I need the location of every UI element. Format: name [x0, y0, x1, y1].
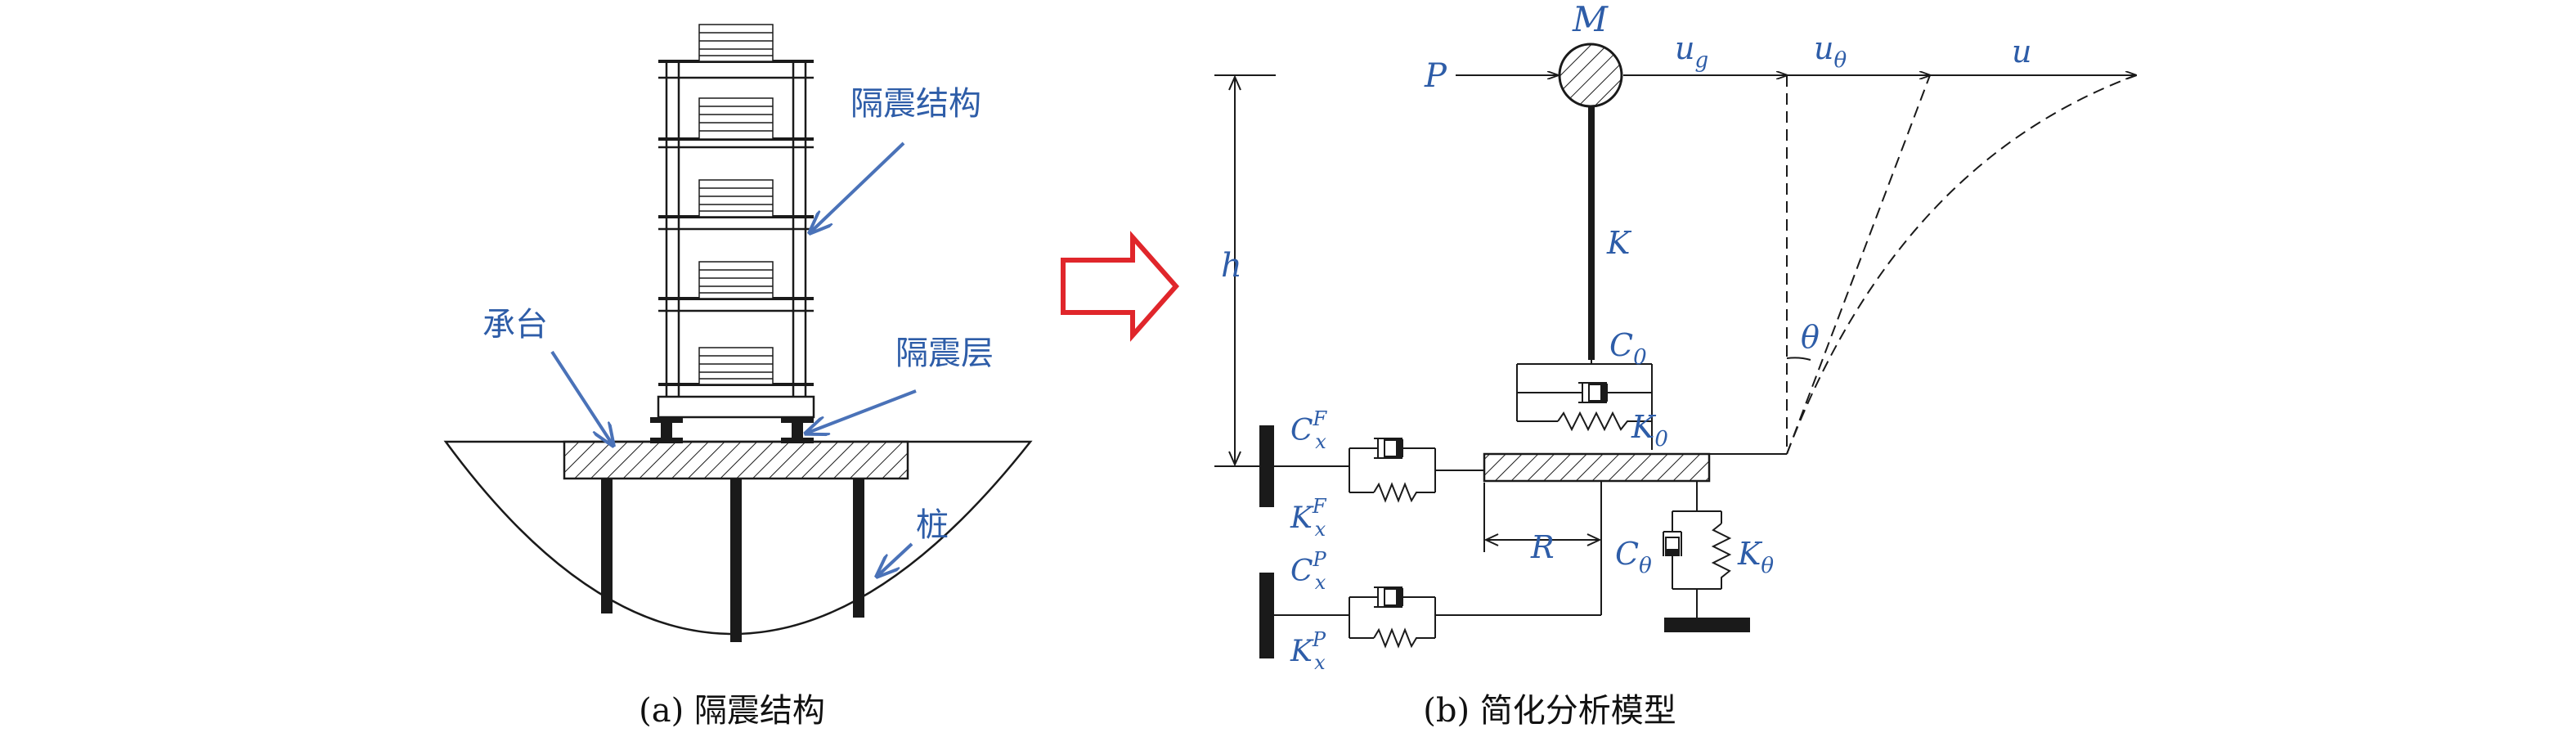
label-R: R: [1530, 529, 1555, 565]
label-M: M: [1572, 0, 1609, 39]
pile-cap: [563, 440, 909, 480]
arrow-isolation-layer: [806, 389, 917, 434]
arrow-superstructure: [810, 142, 905, 233]
panel-b: h P ug uθ u M K: [1214, 0, 2136, 730]
caption-panel-b: (b) 简化分析模型: [1423, 692, 1676, 730]
label-utheta: uθ: [1814, 30, 1847, 73]
spring-damper-P: [1274, 481, 1602, 649]
panel-a: 隔震结构 承台 隔震层 桩 (a) 隔震结构: [443, 24, 1033, 730]
isolation-spring-damper: [1516, 360, 1653, 450]
label-K0: K0: [1631, 409, 1668, 452]
foundation-mat: [1483, 452, 1711, 483]
label-theta: θ: [1801, 319, 1820, 355]
arrow-pile: [877, 542, 913, 577]
mass-M: [1558, 43, 1623, 108]
height-dimension: [1214, 74, 1276, 467]
superstructure-frame: [657, 60, 815, 419]
label-h: h: [1221, 247, 1242, 285]
deformed-utheta: [1786, 74, 1931, 455]
caption-panel-a: (a) 隔震结构: [639, 692, 825, 730]
pile-right: [853, 479, 864, 618]
wall-F: [1259, 425, 1274, 507]
label-pile: 桩: [916, 506, 949, 544]
label-Ctheta: Cθ: [1615, 536, 1652, 578]
label-Ktheta: Kθ: [1737, 536, 1774, 578]
rotational-ground: [1664, 618, 1750, 632]
pile-middle: [730, 479, 742, 642]
pile-left: [601, 479, 613, 613]
label-C0: C0: [1609, 327, 1647, 370]
label-ug: ug: [1675, 30, 1708, 73]
rotational-spring-damper: [1663, 481, 1732, 618]
label-pile-cap: 承台: [482, 306, 548, 344]
spring-damper-F: [1274, 438, 1484, 503]
label-superstructure: 隔震结构: [850, 85, 981, 123]
deformed-u: [1786, 74, 2137, 455]
isolation-bearings: [650, 417, 814, 443]
label-u: u: [2012, 34, 2031, 70]
label-isolation-layer: 隔震层: [895, 335, 994, 372]
column-K: [1588, 106, 1595, 360]
label-P: P: [1424, 57, 1447, 95]
radius-dimension: [1483, 483, 1602, 552]
superstructure-stacks: [698, 24, 774, 385]
theta-arc: [1786, 357, 1811, 361]
label-K: K: [1606, 225, 1632, 261]
hollow-right-arrow: [1061, 231, 1180, 342]
arrow-pile-cap: [550, 350, 613, 446]
wall-P: [1259, 573, 1274, 658]
